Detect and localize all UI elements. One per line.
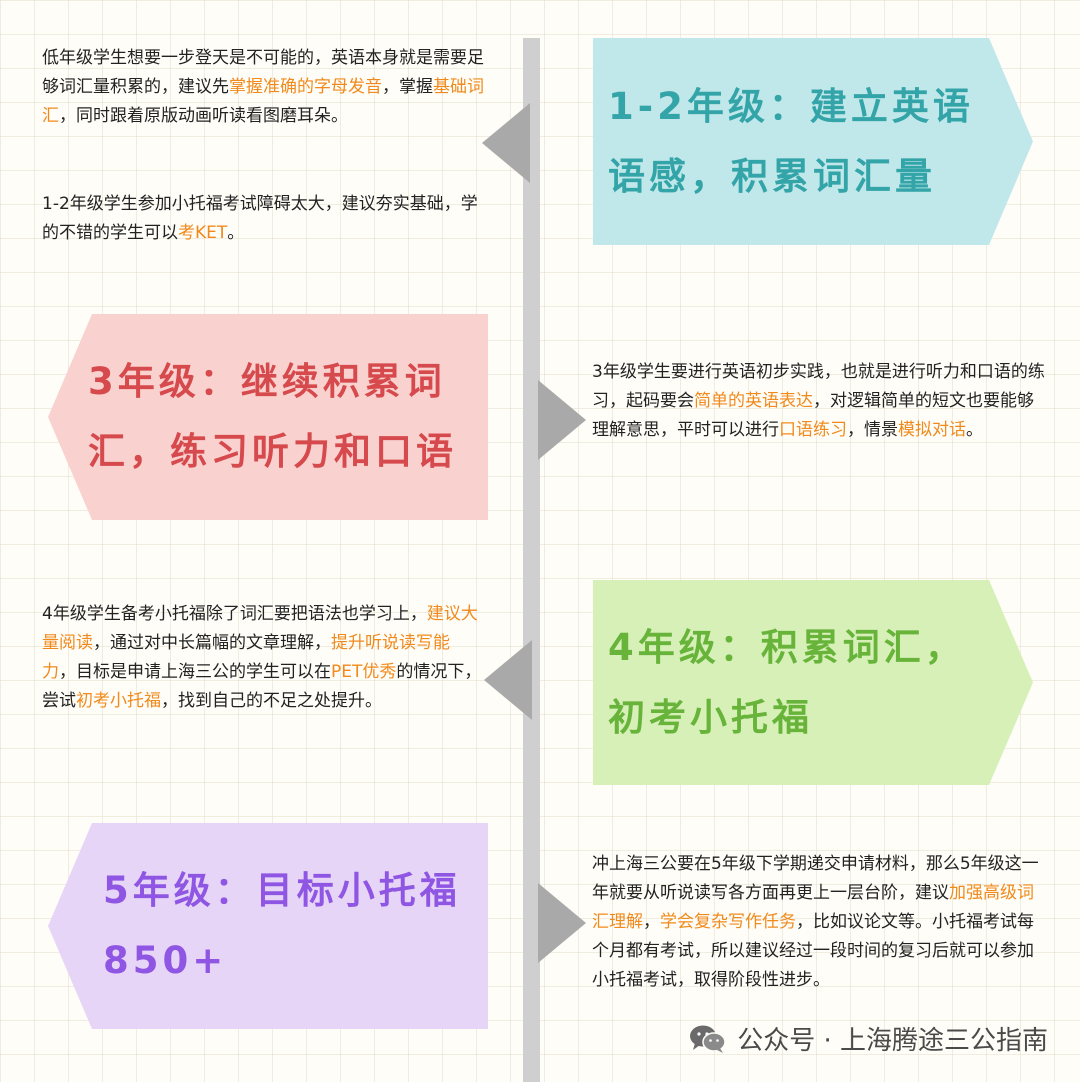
highlighted-text: 提升听说读写能力 [42, 633, 450, 682]
grade4-title-line2: 初考小托福 [608, 695, 813, 739]
paragraph-text: ，同时跟着原版动画听读看图磨耳朵。 [59, 106, 348, 126]
grade12-paragraph-1: 低年级学生想要一步登天是不可能的，英语本身就是需要足够词汇量积累的，建议先掌握准… [42, 44, 487, 131]
highlighted-text: 加强高级词汇理解 [592, 883, 1034, 932]
paragraph-text: 3年级学生要进行英语初步实践，也就是进行听力和口语的练习，起码要会 [592, 362, 1045, 411]
grade4-banner: 4年级：积累词汇， 初考小托福 [593, 580, 1033, 785]
grade12-paragraph-2: 1-2年级学生参加小托福考试障碍太大，建议夯实基础，学的不错的学生可以考KET。 [42, 190, 487, 248]
grade4-paragraph: 4年级学生备考小托福除了词汇要把语法也学习上，建议大量阅读，通过对中长篇幅的文章… [42, 600, 482, 716]
grade4-title-line1: 4年级：积累词汇， [608, 625, 966, 669]
highlighted-text: 口语练习 [779, 420, 847, 440]
paragraph-text: 低年级学生想要一步登天是不可能的，英语本身就是需要足够词汇量积累的，建议先 [42, 48, 484, 97]
paragraph-text: 。 [227, 223, 245, 243]
grade3-title-line1: 3年级：继续积累词 [88, 360, 446, 403]
grade3-banner: 3年级：继续积累词 汇，练习听力和口语 [48, 314, 488, 520]
paragraph-text: ，比如议论文等。小托福考试每个月都有考试，所以建议经过一段时间的复习后就可以参加… [592, 912, 1034, 990]
paragraph-text: 冲上海三公要在5年级下学期递交申请材料，那么5年级这一年就要从听说读写各方面再更… [592, 854, 1039, 903]
grade12-title-line1: 1-2年级：建立英语 [608, 84, 974, 128]
grade12-title-line2: 语感，积累词汇量 [608, 154, 936, 198]
highlighted-text: 学会复杂写作任务 [660, 912, 796, 932]
grade3-pointer [538, 380, 586, 460]
paragraph-text: 。 [966, 420, 983, 440]
paragraph-text: ，目标是申请上海三公的学生可以在 [59, 662, 331, 682]
footer-text: 公众号 · 上海腾途三公指南 [737, 1026, 1048, 1056]
paragraph-text: 的情况下，尝试 [42, 662, 482, 711]
wechat-icon [690, 1025, 726, 1053]
paragraph-text: ，找到自己的不足之处提升。 [161, 691, 382, 711]
highlighted-text: 简单的英语表达 [694, 391, 813, 411]
grade12-pointer [482, 103, 530, 183]
highlighted-text: 模拟对话 [898, 420, 966, 440]
grade4-pointer [484, 640, 532, 720]
paragraph-text: ， [643, 912, 660, 932]
highlighted-text: 基础词汇 [42, 77, 484, 126]
paragraph-text: ，对逻辑简单的短文也要能够理解意思，平时可以进行 [592, 391, 1034, 440]
paragraph-text: ，掌握 [382, 77, 433, 97]
grade5-pointer [538, 883, 586, 963]
highlighted-text: PET优秀 [331, 662, 397, 682]
grade3-title-line2: 汇，练习听力和口语 [88, 430, 457, 473]
highlighted-text: 初考小托福 [76, 691, 161, 711]
highlighted-text: 掌握准确的字母发音 [229, 77, 382, 97]
timeline-spine [523, 38, 540, 1082]
paragraph-text: 4年级学生备考小托福除了词汇要把语法也学习上， [42, 604, 427, 624]
paragraph-text: ，情景 [847, 420, 898, 440]
highlighted-text: 建议大量阅读 [42, 604, 478, 653]
grade3-paragraph: 3年级学生要进行英语初步实践，也就是进行听力和口语的练习，起码要会简单的英语表达… [592, 358, 1047, 445]
grade5-banner: 5年级：目标小托福 850+ [48, 823, 488, 1029]
grade5-paragraph: 冲上海三公要在5年级下学期递交申请材料，那么5年级这一年就要从听说读写各方面再更… [592, 850, 1047, 995]
grade12-banner: 1-2年级：建立英语 语感，积累词汇量 [593, 38, 1033, 245]
highlighted-text: 考KET [178, 223, 228, 243]
footer-watermark: 公众号 · 上海腾途三公指南 [689, 1020, 1048, 1057]
grade5-title-line2: 850+ [103, 939, 228, 982]
paragraph-text: ，通过对中长篇幅的文章理解， [93, 633, 331, 653]
grade5-title-line1: 5年级：目标小托福 [103, 869, 461, 912]
paragraph-text: 1-2年级学生参加小托福考试障碍太大，建议夯实基础，学的不错的学生可以 [42, 194, 478, 243]
